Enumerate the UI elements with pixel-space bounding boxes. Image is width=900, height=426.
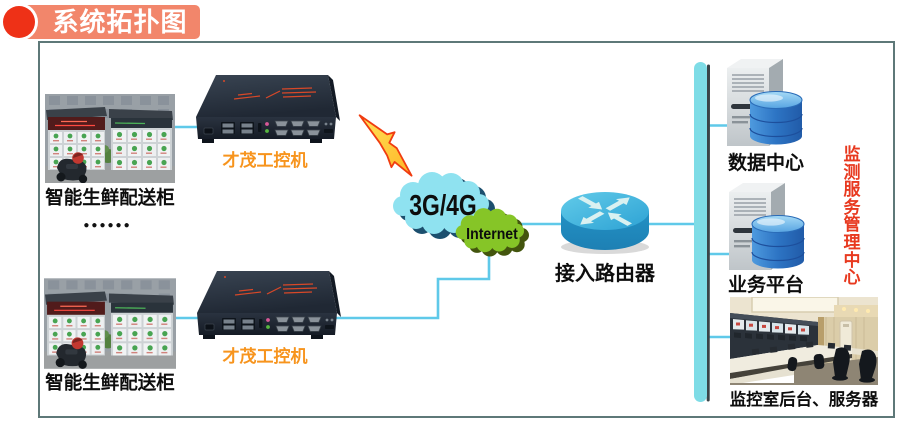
title-banner xyxy=(7,5,200,39)
cabinet-top-label: 智能生鲜配送柜 xyxy=(45,187,175,208)
banner-dot xyxy=(3,6,35,38)
router-icon xyxy=(561,192,649,254)
data-center-label: 数据中心 xyxy=(727,153,804,174)
ipc-bottom-label: 才茂工控机 xyxy=(222,347,308,366)
router-label: 接入路由器 xyxy=(555,263,655,285)
ipc-top-icon xyxy=(195,74,341,144)
page-title: 系统拓扑图 xyxy=(52,7,188,37)
lightning-bolt-icon xyxy=(358,114,413,177)
cloud-3g4g-label: 3G/4G xyxy=(409,190,477,222)
diagram-frame xyxy=(38,41,895,418)
ellipsis-dots: ●●●●●● xyxy=(83,220,132,231)
cabinet-bottom-label: 智能生鲜配送柜 xyxy=(45,372,175,393)
monitor-room-label: 监控室后台、服务器 xyxy=(729,391,879,409)
ipc-top-label: 才茂工控机 xyxy=(222,151,308,170)
business-platform-icon xyxy=(728,182,805,271)
cloud-internet-label: Internet xyxy=(466,226,518,243)
wire-cabinet2-internet xyxy=(170,240,491,320)
cabinet-photo-bottom xyxy=(44,278,176,369)
data-center-icon xyxy=(726,58,803,147)
bus-bar xyxy=(694,62,710,402)
monitor-room-photo xyxy=(730,297,878,385)
business-platform-label: 业务平台 xyxy=(727,275,804,296)
ipc-bottom-icon xyxy=(196,270,342,340)
management-center-label: 监测服务管理中心 xyxy=(843,145,861,288)
cabinet-photo-top xyxy=(45,94,175,183)
